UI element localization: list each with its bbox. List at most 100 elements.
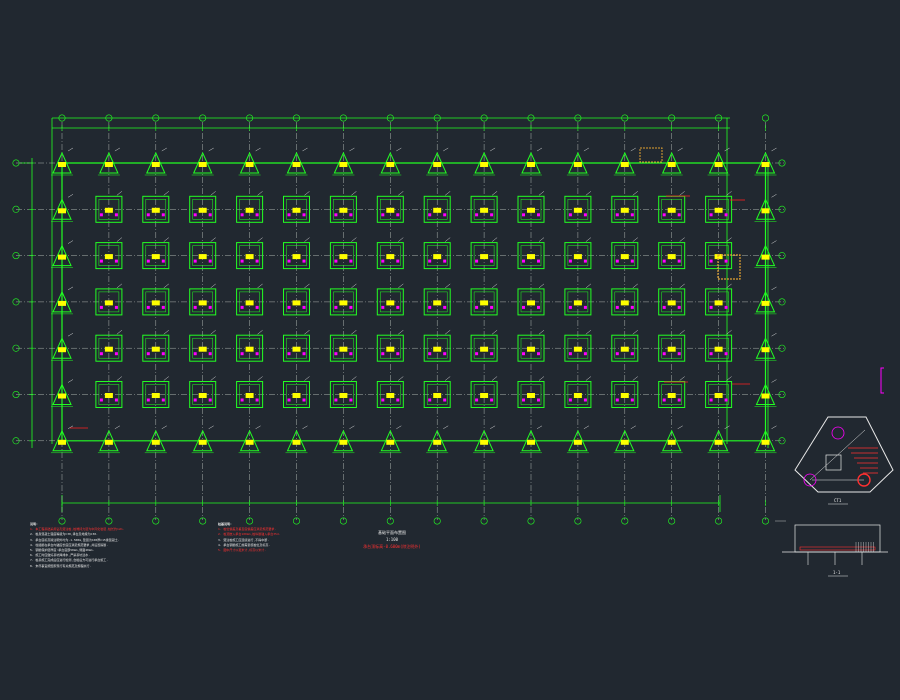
anchor-bolt [724, 213, 728, 217]
anchor-bolt [475, 259, 479, 263]
column-stub [386, 393, 395, 398]
general-note-line: 6. 施工时应做好基坑降排水,严禁基坑浸水. [30, 553, 91, 558]
column-stub [527, 162, 535, 167]
anchor-bolt [475, 352, 479, 356]
pad-footing-step [567, 199, 589, 220]
anchor-bolt [208, 305, 212, 309]
pad-footing-step [286, 245, 307, 266]
column-stub [573, 254, 582, 260]
pad-footing [658, 334, 686, 362]
column-stub [339, 162, 348, 167]
anchor-bolt [724, 305, 728, 309]
column-stub [339, 300, 348, 306]
footing-tag-leader [67, 147, 74, 152]
anchor-bolt [428, 213, 432, 217]
pile-cap-triangle [286, 151, 307, 174]
pad-footing [376, 381, 404, 408]
footing-tag-leader [632, 283, 638, 289]
pad-footing-step [661, 245, 682, 266]
pile-cap-triangle [427, 151, 447, 174]
anchor-bolt [443, 213, 447, 217]
pad-footing-step [192, 384, 213, 405]
column-stub [198, 393, 207, 398]
column-stub [433, 393, 442, 398]
pad-footing [470, 195, 498, 223]
pad-footing-step [473, 337, 495, 359]
column-stub [573, 393, 582, 398]
column-stub [292, 346, 301, 352]
anchor-bolt [302, 213, 306, 217]
row-bubble-left [12, 159, 20, 167]
pile-cap-triangle [52, 336, 72, 359]
pad-footing [470, 242, 498, 270]
pad-footing [189, 288, 217, 316]
column-bubble-top [292, 114, 300, 122]
pile-cap-triangle [52, 151, 72, 174]
anchor-bolt [396, 213, 400, 217]
pad-footing [517, 242, 545, 270]
anchor-bolt [583, 398, 587, 402]
anchor-bolt [522, 259, 525, 263]
column-stub [104, 346, 113, 352]
anchor-bolt [381, 259, 385, 263]
column-stub [620, 439, 629, 445]
footing-tag-leader [396, 425, 402, 429]
pile-cap-triangle [521, 429, 541, 452]
column-stub [480, 346, 489, 352]
pad-footing-step [614, 291, 636, 313]
footing-tag-leader [257, 376, 263, 381]
general-note-line: 7. 桩基施工完成后应进行检测,合格后方可进行承台施工. [30, 558, 109, 563]
column-bubble-top [527, 114, 535, 122]
anchor-bolt [349, 352, 353, 356]
anchor-bolt [709, 352, 713, 356]
pad-footing [95, 288, 123, 316]
pad-footing [236, 195, 264, 223]
pad-footing-step [708, 199, 729, 220]
pad-footing-step [145, 384, 167, 405]
anchor-bolt [99, 352, 103, 356]
pile-note-line: 5. 图中尺寸以毫米计,标高以米计. [218, 548, 267, 553]
column-bubble-top [199, 114, 207, 122]
footing-tag-leader [349, 147, 355, 152]
pad-footing-step [98, 384, 120, 405]
pad-footing [423, 334, 451, 362]
column-stub [667, 300, 676, 306]
column-stub [667, 207, 676, 213]
anchor-bolt [537, 398, 540, 402]
pad-footing [376, 242, 404, 270]
footing-tag-leader [116, 376, 123, 381]
column-stub [527, 254, 535, 260]
pad-footing-step [708, 384, 729, 405]
pad-footing-step [333, 245, 354, 266]
pad-footing [517, 381, 545, 408]
pile-cap-triangle [755, 336, 776, 359]
anchor-bolt [475, 213, 479, 217]
anchor-bolt [537, 259, 540, 263]
anchor-bolt [443, 398, 447, 402]
anchor-bolt [381, 305, 385, 309]
column-stub [339, 393, 348, 398]
anchor-bolt [443, 259, 447, 263]
column-stub [761, 347, 770, 353]
pad-footing-step [380, 337, 401, 359]
footing-tag-leader [445, 191, 451, 196]
pad-footing [376, 334, 404, 362]
pad-footing-step [333, 384, 354, 405]
column-stub [573, 346, 582, 352]
pad-footing [329, 242, 357, 270]
pile-cap-triangle [286, 429, 307, 452]
column-bubble-top [621, 114, 629, 122]
column-bubble-bottom [246, 517, 254, 525]
column-stub [104, 207, 113, 213]
column-bubble-bottom [58, 517, 66, 525]
pad-footing [142, 242, 170, 270]
footing-tag-leader [257, 283, 263, 289]
column-stub [667, 393, 676, 398]
footing-tag-leader [443, 425, 449, 429]
anchor-bolt [662, 259, 666, 263]
anchor-bolt [615, 352, 619, 356]
column-stub [620, 207, 629, 213]
anchor-bolt [255, 213, 259, 217]
column-stub [339, 254, 348, 260]
column-bubble-top [58, 114, 66, 122]
